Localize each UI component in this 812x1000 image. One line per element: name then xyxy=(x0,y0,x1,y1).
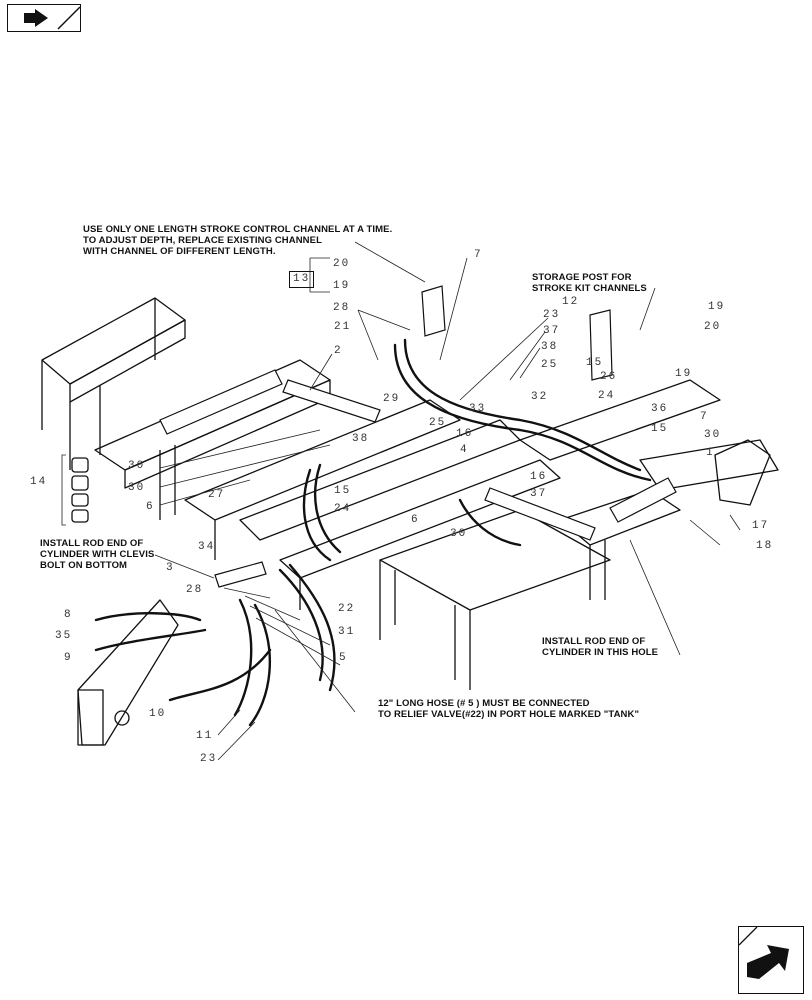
callout-25: 25 xyxy=(429,417,447,429)
note-stroke-control: USE ONLY ONE LENGTH STROKE CONTROL CHANN… xyxy=(83,224,393,257)
callout-24: 24 xyxy=(598,390,616,402)
callout-30: 30 xyxy=(704,429,722,441)
callout-7: 7 xyxy=(700,411,709,423)
callout-18: 18 xyxy=(756,540,774,552)
callout-19: 19 xyxy=(708,301,726,313)
leader-lines xyxy=(154,241,741,761)
callout-32: 32 xyxy=(531,391,549,403)
callout-9: 9 xyxy=(64,652,73,664)
callout-23: 23 xyxy=(543,309,561,321)
callout-30: 30 xyxy=(128,460,146,472)
callout-10: 10 xyxy=(149,708,167,720)
callout-35: 35 xyxy=(55,630,73,642)
callout-29: 29 xyxy=(383,393,401,405)
channels xyxy=(421,285,613,381)
callout-26: 26 xyxy=(600,371,618,383)
arrow-forward-icon xyxy=(738,926,789,979)
note-storage-post: STORAGE POST FOR STROKE KIT CHANNELS xyxy=(532,272,647,294)
callout-33: 33 xyxy=(469,403,487,415)
callout-28: 28 xyxy=(333,302,351,314)
callout-13: 13 xyxy=(289,271,315,288)
callout-12: 12 xyxy=(562,296,580,308)
callout-30: 30 xyxy=(450,528,468,540)
hitch-tongue xyxy=(77,599,179,746)
arrow-back-icon xyxy=(24,6,81,30)
callout-16: 16 xyxy=(530,471,548,483)
next-page-button[interactable] xyxy=(738,926,804,994)
callout-15: 15 xyxy=(334,485,352,497)
cylinders xyxy=(159,369,677,588)
callout-37: 37 xyxy=(543,325,561,337)
note-hose: 12" LONG HOSE (# 5 ) MUST BE CONNECTED T… xyxy=(378,698,640,720)
callout-17: 17 xyxy=(752,520,770,532)
callout-24: 24 xyxy=(334,503,352,515)
callout-25: 25 xyxy=(541,359,559,371)
callout-3: 3 xyxy=(166,562,175,574)
callout-20: 20 xyxy=(704,321,722,333)
callout-31: 31 xyxy=(338,626,356,638)
callout-5: 5 xyxy=(339,652,348,664)
callout-19: 19 xyxy=(675,368,693,380)
note-install-hole: INSTALL ROD END OF CYLINDER IN THIS HOLE xyxy=(542,636,659,658)
callout-4: 4 xyxy=(460,444,469,456)
callout-37: 37 xyxy=(530,488,548,500)
callout-6: 6 xyxy=(146,501,155,513)
callout-22: 22 xyxy=(338,603,356,615)
callout-20: 20 xyxy=(333,258,351,270)
callout-15: 15 xyxy=(586,357,604,369)
mount-pads xyxy=(61,454,89,526)
callout-30: 30 xyxy=(128,482,146,494)
callout-7: 7 xyxy=(474,249,483,261)
callout-27: 27 xyxy=(208,489,226,501)
callout-28: 28 xyxy=(186,584,204,596)
callout-38: 38 xyxy=(541,341,559,353)
note-install-clevis: INSTALL ROD END OF CYLINDER WITH CLEVIS … xyxy=(40,538,155,571)
callout-19: 19 xyxy=(333,280,351,292)
callout-6: 6 xyxy=(411,514,420,526)
callout-34: 34 xyxy=(198,541,216,553)
callout-14: 14 xyxy=(30,476,48,488)
callout-8: 8 xyxy=(64,609,73,621)
callout-2: 2 xyxy=(334,345,343,357)
callout-11: 11 xyxy=(196,730,214,742)
callout-16: 16 xyxy=(456,428,474,440)
callout-21: 21 xyxy=(334,321,352,333)
prev-page-button[interactable] xyxy=(7,4,81,32)
hoses xyxy=(94,338,652,727)
callout-23: 23 xyxy=(200,753,218,765)
callout-36: 36 xyxy=(651,403,669,415)
callout-15: 15 xyxy=(651,423,669,435)
callout-1: 1 xyxy=(706,447,715,459)
callout-38: 38 xyxy=(352,433,370,445)
